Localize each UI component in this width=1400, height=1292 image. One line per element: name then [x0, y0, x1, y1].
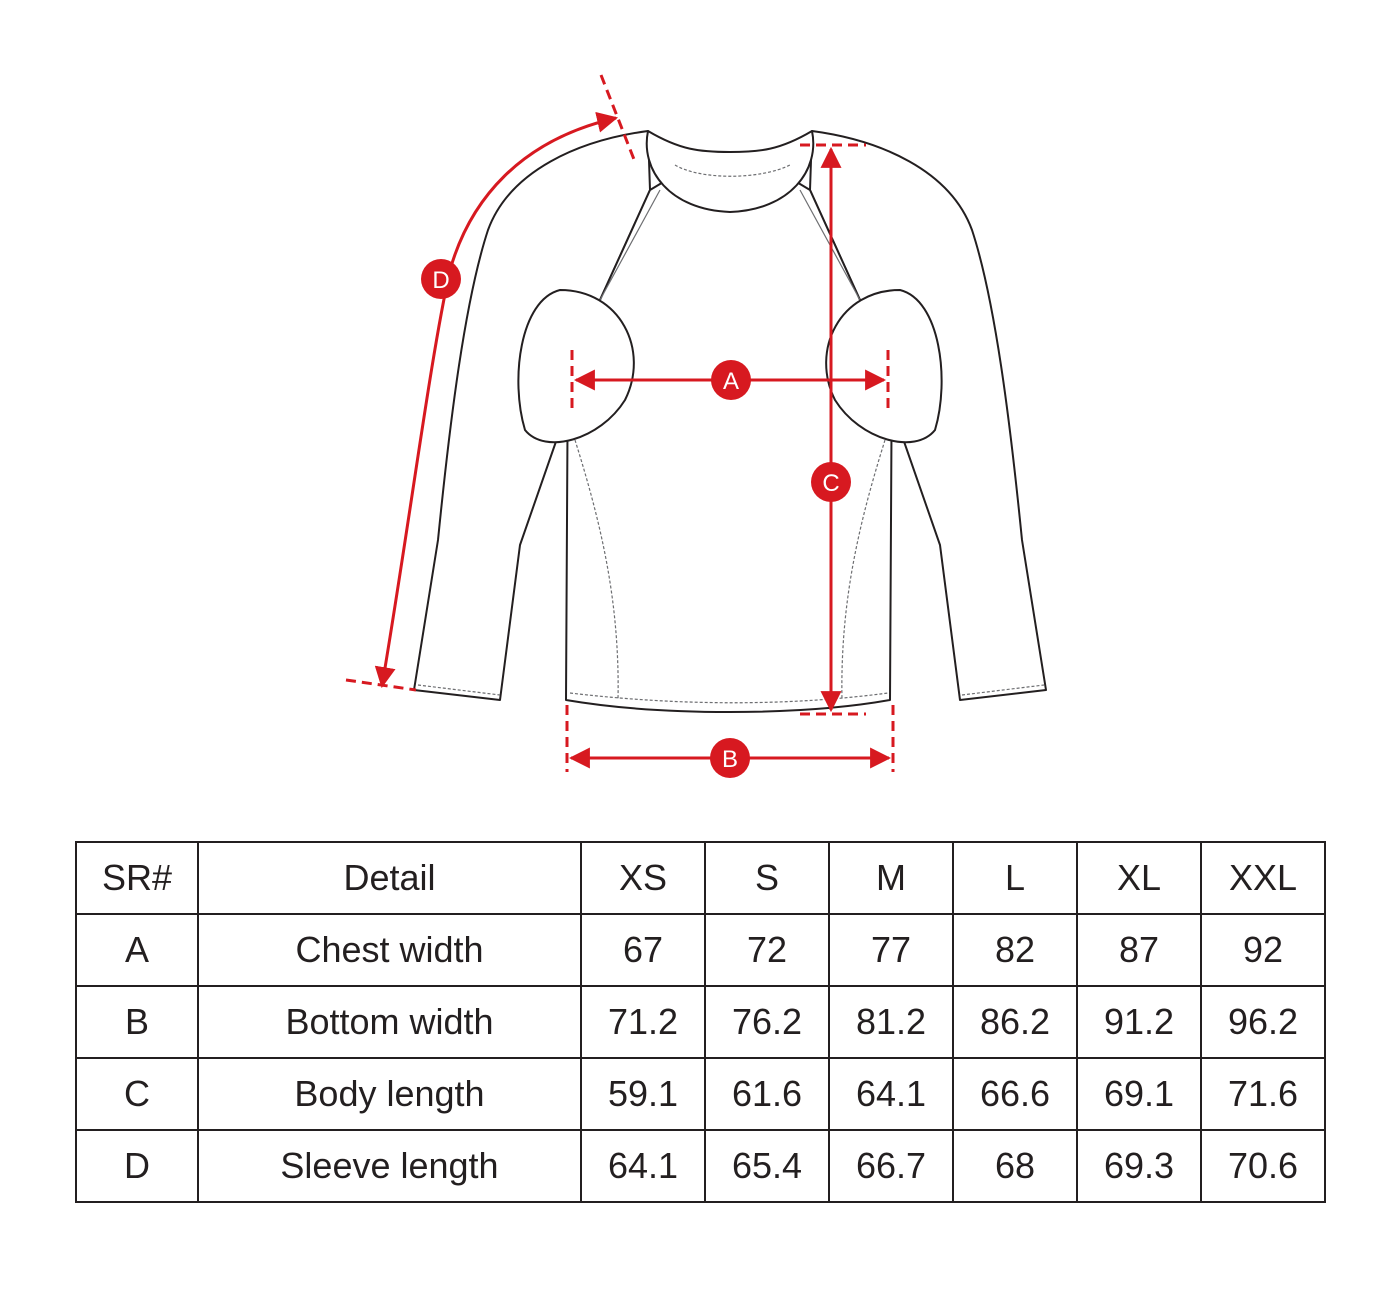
size-value-cell: 81.2 — [828, 985, 954, 1059]
size-value-cell: 82 — [952, 913, 1078, 987]
size-value-cell: 67 — [580, 913, 706, 987]
size-value-cell: 68 — [952, 1129, 1078, 1203]
collar — [645, 130, 815, 213]
detail-cell: Bottom width — [197, 985, 582, 1059]
size-value-cell: 87 — [1076, 913, 1202, 987]
label-b-marker: B — [710, 738, 750, 778]
size-value-cell: 64.1 — [580, 1129, 706, 1203]
size-value-cell: 70.6 — [1200, 1129, 1326, 1203]
size-value-cell: 91.2 — [1076, 985, 1202, 1059]
size-value-cell: 86.2 — [952, 985, 1078, 1059]
detail-cell: Chest width — [197, 913, 582, 987]
size-value-cell: 71.6 — [1200, 1057, 1326, 1131]
size-value-cell: 96.2 — [1200, 985, 1326, 1059]
size-value-cell: 61.6 — [704, 1057, 830, 1131]
size-value-cell: 76.2 — [704, 985, 830, 1059]
sr-cell: A — [75, 913, 199, 987]
sr-cell: D — [75, 1129, 199, 1203]
size-value-cell: 69.3 — [1076, 1129, 1202, 1203]
header-cell: Detail — [197, 841, 582, 915]
label-a-marker: A — [711, 360, 751, 400]
size-value-cell: 64.1 — [828, 1057, 954, 1131]
detail-cell: Sleeve length — [197, 1129, 582, 1203]
detail-cell: Body length — [197, 1057, 582, 1131]
header-cell: M — [828, 841, 954, 915]
header-cell: XL — [1076, 841, 1202, 915]
size-value-cell: 92 — [1200, 913, 1326, 987]
size-value-cell: 69.1 — [1076, 1057, 1202, 1131]
size-value-cell: 59.1 — [580, 1057, 706, 1131]
size-value-cell: 66.7 — [828, 1129, 954, 1203]
header-cell: XXL — [1200, 841, 1326, 915]
label-a: A — [723, 368, 739, 395]
sr-cell: B — [75, 985, 199, 1059]
label-d: D — [432, 267, 449, 294]
size-value-cell: 71.2 — [580, 985, 706, 1059]
shirt-outline — [413, 130, 1047, 713]
label-b: B — [722, 746, 738, 773]
shirt-body — [565, 159, 893, 713]
header-cell: S — [704, 841, 830, 915]
label-c: C — [822, 470, 839, 497]
header-cell: XS — [580, 841, 706, 915]
label-c-marker: C — [811, 462, 851, 502]
size-value-cell: 72 — [704, 913, 830, 987]
size-value-cell: 65.4 — [704, 1129, 830, 1203]
size-value-cell: 77 — [828, 913, 954, 987]
size-value-cell: 66.6 — [952, 1057, 1078, 1131]
shirt-measurement-diagram: A B C D — [345, 74, 1047, 778]
sr-cell: C — [75, 1057, 199, 1131]
header-cell: SR# — [75, 841, 199, 915]
label-d-marker: D — [421, 259, 461, 299]
header-cell: L — [952, 841, 1078, 915]
